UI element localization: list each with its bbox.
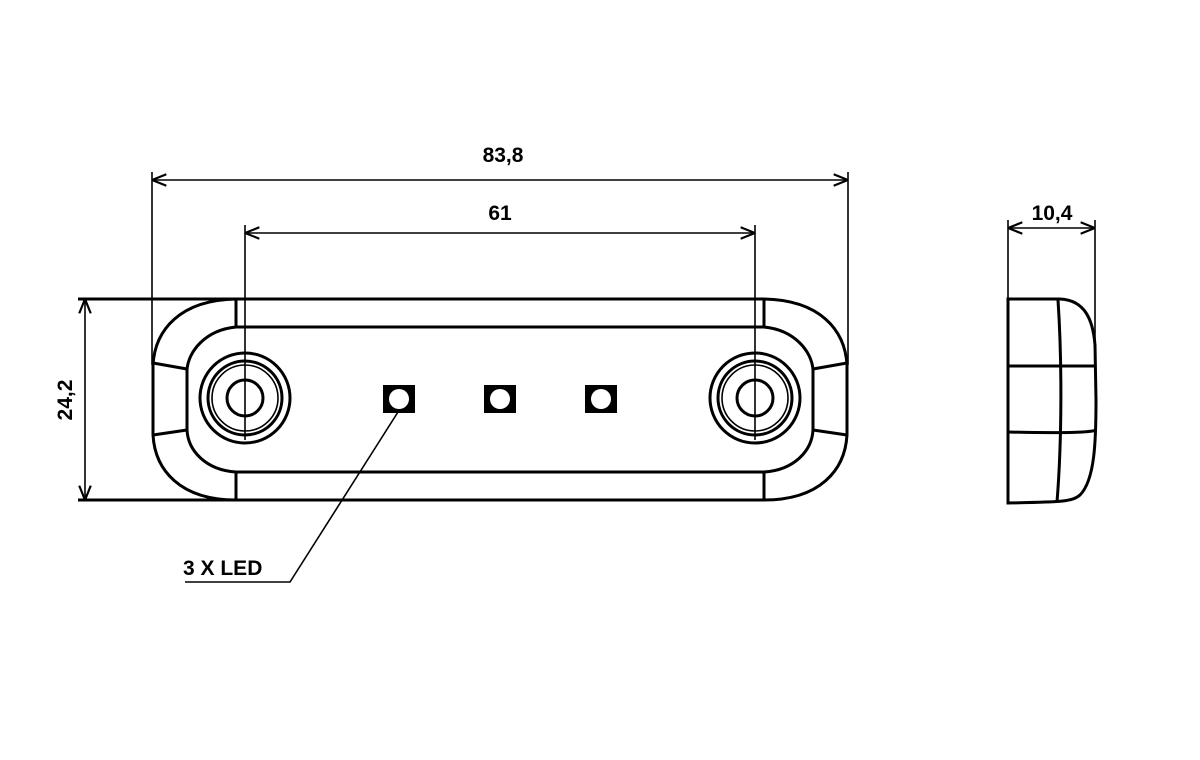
right-end-inner [763, 325, 815, 474]
led-lens [389, 389, 409, 409]
dimension-label: 10,4 [1032, 202, 1073, 225]
edge [152, 361, 188, 371]
dimension-label: 61 [488, 202, 512, 225]
dimension-overall-length: 83,8 [151, 144, 849, 365]
left-end-inner [185, 325, 237, 474]
led-group [383, 385, 617, 413]
dimension-label: 83,8 [483, 144, 524, 167]
led-lens [490, 389, 510, 409]
dimension-label: 24,2 [54, 380, 77, 421]
edge [152, 428, 188, 437]
edge [812, 428, 848, 437]
dimension-hole-spacing: 61 [244, 202, 756, 440]
side-view: 10,4 [1006, 202, 1098, 505]
led-callout: 3 X LED [183, 411, 399, 583]
front-view [78, 297, 849, 502]
left-end-outer [151, 297, 237, 502]
dimension-height: 24,2 [54, 299, 85, 500]
callout-label: 3 X LED [183, 557, 262, 580]
right-end-outer [763, 297, 849, 502]
edge [812, 361, 848, 371]
led-lens [591, 389, 611, 409]
